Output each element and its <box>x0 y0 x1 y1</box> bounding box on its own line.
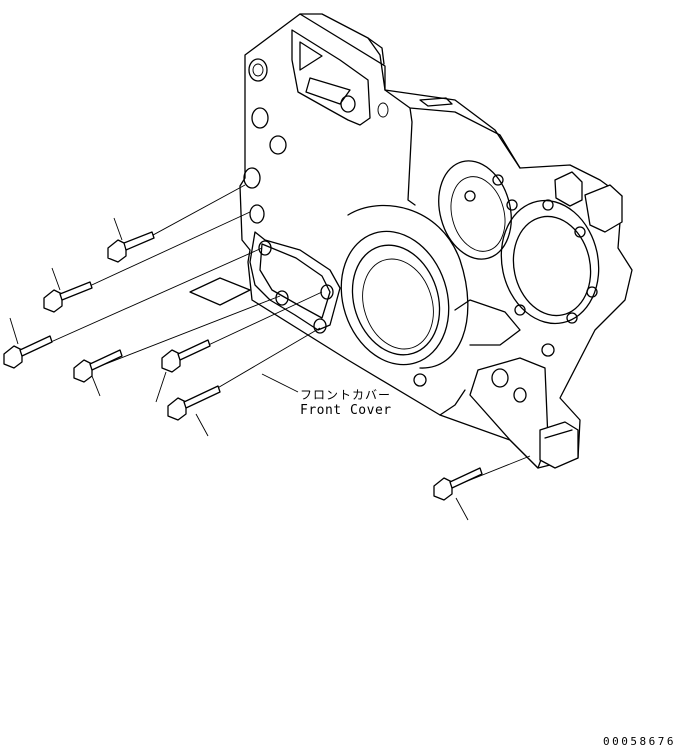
callout-leader <box>261 373 299 393</box>
figure-number: 00058676 <box>603 735 676 748</box>
bolt-7-icon <box>433 455 531 521</box>
front-cover-housing-icon <box>189 13 633 469</box>
bolt-5-icon <box>155 291 323 403</box>
bolt-6-icon <box>167 327 321 437</box>
bolt-3-icon <box>3 247 263 369</box>
bolt-4-icon <box>73 295 281 397</box>
bolt-1-icon <box>107 184 246 263</box>
bolt-2-icon <box>43 211 251 313</box>
part-name-en: Front Cover <box>300 403 392 418</box>
part-name-jp: フロントカバー <box>300 388 392 402</box>
